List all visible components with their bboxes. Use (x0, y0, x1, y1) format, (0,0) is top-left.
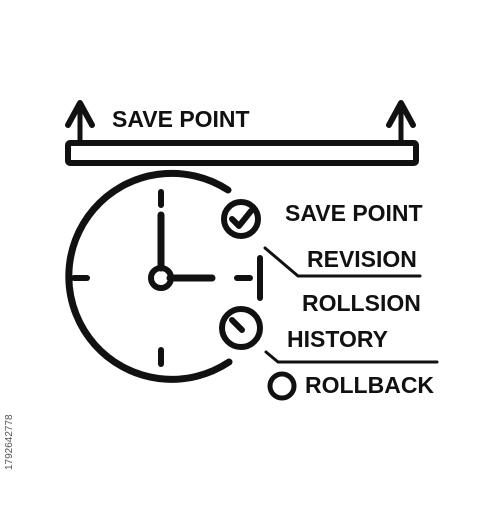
clock-face-arc (65, 169, 233, 383)
save-point-label: SAVE POINT (285, 200, 423, 226)
clock-center (148, 265, 174, 291)
ring-icon (267, 371, 297, 401)
history-label: HISTORY (287, 326, 388, 352)
timeline-rail (65, 140, 419, 166)
rollback-label: ROLLBACK (305, 372, 435, 398)
leader-line-revision (263, 246, 422, 278)
timeline-bar (65, 100, 419, 166)
top-save-point-label: SAVE POINT (112, 106, 250, 132)
stock-id-watermark: 1792642778 (4, 414, 15, 470)
clock-icon (65, 169, 253, 383)
revision-label: REVISION (307, 246, 417, 272)
rollsion-label: ROLLSION (302, 290, 421, 316)
checkmark-circle-icon (221, 199, 261, 239)
leader-line-history (264, 350, 439, 364)
knob-circle-icon (219, 306, 263, 350)
